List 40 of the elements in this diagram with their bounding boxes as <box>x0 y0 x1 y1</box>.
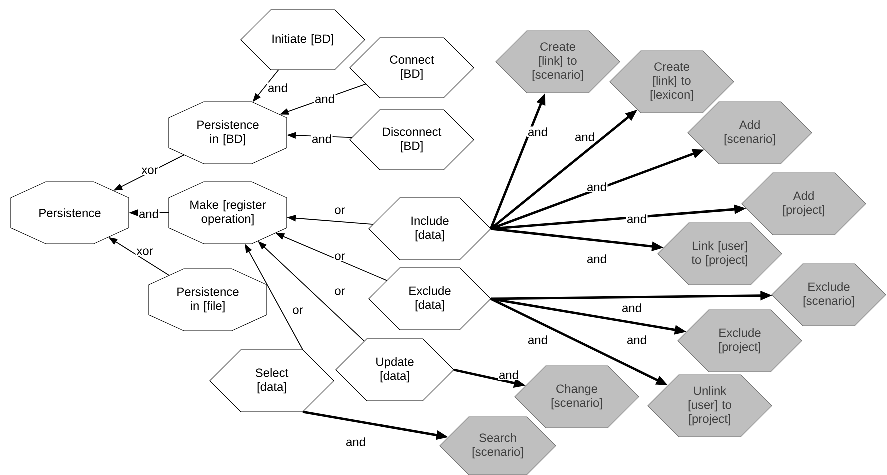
task-hexagon: Create [link] to [lexicon] <box>610 50 734 114</box>
edge-label: and <box>586 254 608 264</box>
edge-label: and <box>586 182 608 192</box>
goal-octagon: Make [register operation] <box>168 182 288 244</box>
edge-label: and <box>621 302 643 314</box>
edge-label: and <box>626 334 648 346</box>
edge-label: xor <box>140 166 160 176</box>
task-hexagon: Include [data] <box>368 198 492 260</box>
task-hexagon: Update [data] <box>336 338 454 402</box>
edge-label: and <box>527 126 549 138</box>
goal-octagon: Persistence in [file] <box>148 268 268 332</box>
edge-label: and <box>314 94 336 104</box>
edge-label: and <box>626 214 648 224</box>
task-hexagon: Exclude [data] <box>368 268 492 330</box>
task-hexagon: Connect [BD] <box>350 38 474 98</box>
task-hexagon: Initiate [BD] <box>240 10 366 70</box>
task-hexagon: Add [scenario] <box>688 102 812 164</box>
task-hexagon: Exclude [scenario] <box>772 264 886 326</box>
edge-label: or <box>334 206 346 216</box>
task-hexagon: Unlink [user] to [project] <box>648 374 772 438</box>
task-hexagon: Add [project] <box>742 172 866 236</box>
task-hexagon: Exclude [project] <box>678 310 802 372</box>
edge-label: xor <box>136 248 154 256</box>
edge-label: and <box>574 132 596 142</box>
edge-label: or <box>334 252 346 262</box>
task-hexagon: Select [data] <box>210 350 334 412</box>
goal-octagon: Persistence in [BD] <box>168 102 288 164</box>
edge-label: or <box>334 288 346 296</box>
edge-label: or <box>292 306 304 316</box>
edge-label: and <box>498 370 520 380</box>
edge-label: and <box>138 208 160 220</box>
edge-label: and <box>527 334 549 346</box>
task-hexagon: Link [user] to [project] <box>658 222 782 286</box>
edge-label: and <box>345 436 367 448</box>
edge-label: and <box>311 134 333 144</box>
edge-label: and <box>267 82 289 94</box>
task-hexagon: Create [link] to [scenario] <box>496 30 620 94</box>
goal-octagon: Persistence <box>10 182 130 244</box>
task-hexagon: Search [scenario] <box>440 416 556 475</box>
task-hexagon: Disconnect [BD] <box>350 110 474 170</box>
